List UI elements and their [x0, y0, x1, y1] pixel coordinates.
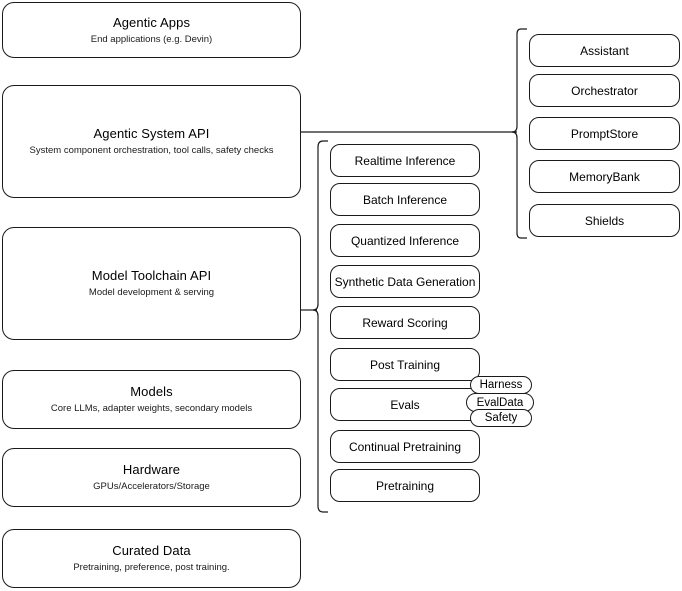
eval-badge-safety[interactable]: Safety — [470, 409, 532, 427]
toolchain-item-continual-pretraining[interactable]: Continual Pretraining — [330, 430, 480, 463]
layer-title: Hardware — [122, 462, 181, 477]
layer-subtitle: Core LLMs, adapter weights, secondary mo… — [50, 403, 253, 414]
layer-subtitle: Pretraining, preference, post training. — [73, 562, 230, 573]
layer-title: Curated Data — [112, 543, 191, 558]
layer-subtitle: Model development & serving — [88, 287, 215, 298]
toolchain-item-realtime-inference[interactable]: Realtime Inference — [330, 144, 480, 177]
toolchain-components-brace — [312, 140, 328, 513]
toolchain-item-synthetic-data-generation[interactable]: Synthetic Data Generation — [330, 265, 480, 298]
layer-title: Models — [130, 384, 173, 399]
layer-title: Agentic Apps — [112, 14, 191, 30]
system-components-brace — [511, 28, 527, 239]
layer-hardware[interactable]: Hardware GPUs/Accelerators/Storage — [2, 448, 301, 507]
toolchain-item-batch-inference[interactable]: Batch Inference — [330, 183, 480, 216]
system-item-shields[interactable]: Shields — [529, 204, 680, 237]
layer-subtitle: GPUs/Accelerators/Storage — [93, 481, 210, 492]
toolchain-item-evals[interactable]: Evals — [330, 388, 480, 421]
toolchain-item-quantized-inference[interactable]: Quantized Inference — [330, 224, 480, 257]
layer-models[interactable]: Models Core LLMs, adapter weights, secon… — [2, 370, 301, 429]
toolchain-item-reward-scoring[interactable]: Reward Scoring — [330, 306, 480, 339]
layer-title: Agentic System API — [93, 126, 210, 141]
layer-title: Model Toolchain API — [91, 268, 212, 283]
layer-subtitle: End applications (e.g. Devin) — [90, 33, 213, 45]
system-item-assistant[interactable]: Assistant — [529, 34, 680, 67]
layer-agentic-apps[interactable]: Agentic Apps End applications (e.g. Devi… — [2, 2, 301, 58]
system-item-orchestrator[interactable]: Orchestrator — [529, 74, 680, 107]
layer-agentic-system-api[interactable]: Agentic System API System component orch… — [2, 85, 301, 198]
layer-subtitle: System component orchestration, tool cal… — [29, 145, 274, 156]
layer-model-toolchain-api[interactable]: Model Toolchain API Model development & … — [2, 227, 301, 340]
system-item-promptstore[interactable]: PromptStore — [529, 117, 680, 150]
toolchain-item-post-training[interactable]: Post Training — [330, 348, 480, 381]
toolchain-item-pretraining[interactable]: Pretraining — [330, 469, 480, 502]
eval-badge-harness[interactable]: Harness — [470, 376, 532, 394]
layer-curated-data[interactable]: Curated Data Pretraining, preference, po… — [2, 529, 301, 588]
system-item-memorybank[interactable]: MemoryBank — [529, 160, 680, 193]
